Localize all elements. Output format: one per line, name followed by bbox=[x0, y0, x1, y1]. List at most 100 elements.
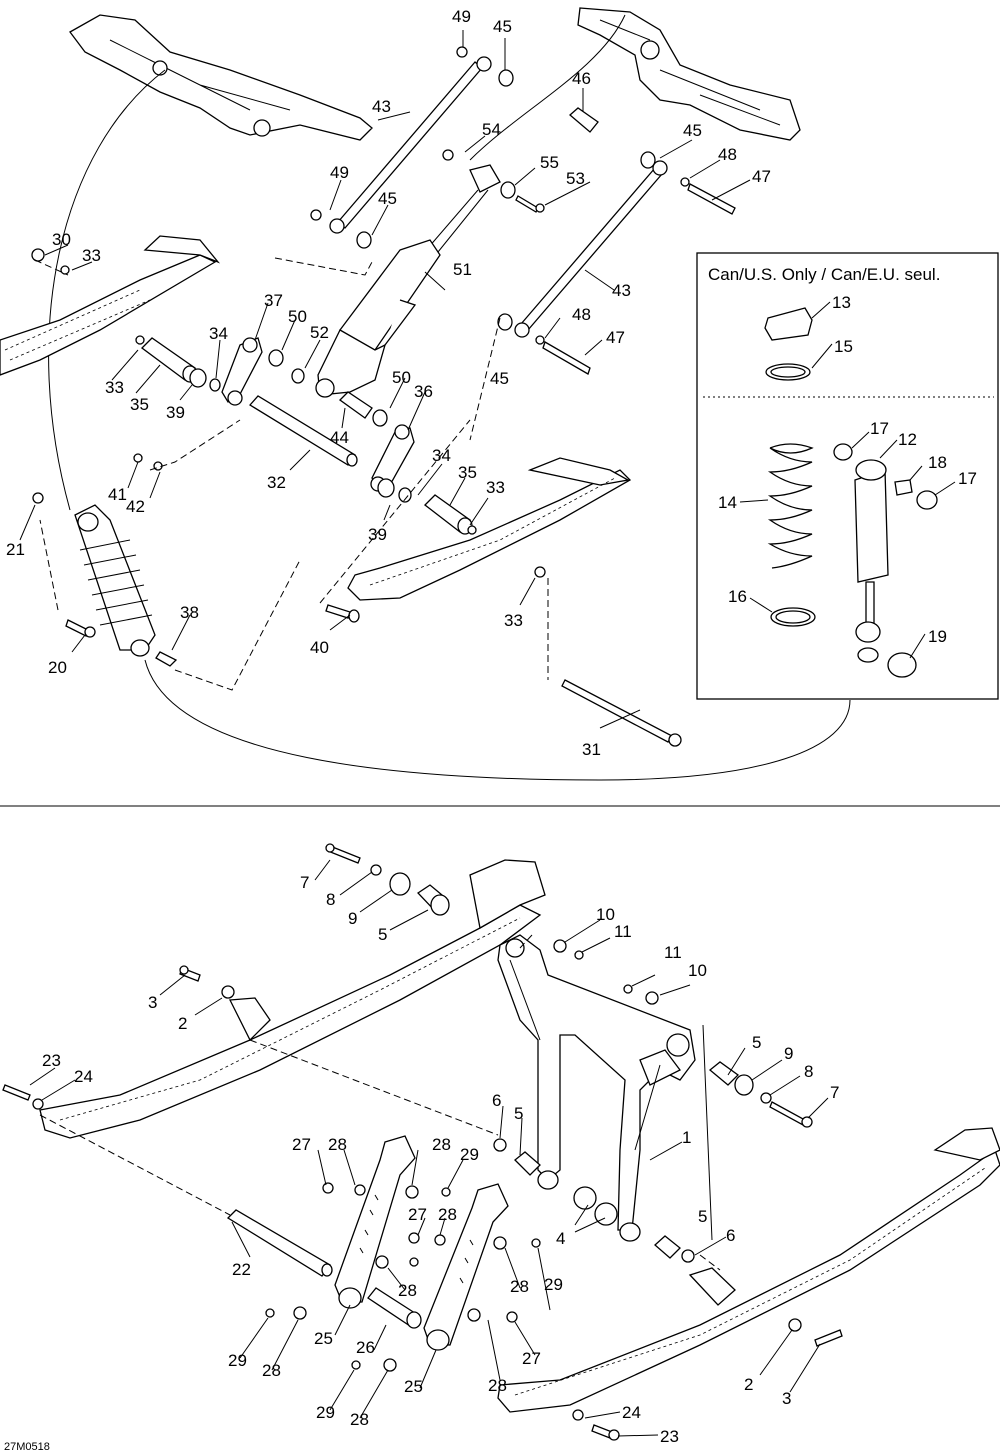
callout-5: 5 bbox=[752, 1033, 761, 1052]
callout-50: 50 bbox=[288, 307, 307, 326]
callout-27: 27 bbox=[522, 1349, 541, 1368]
callout-28: 28 bbox=[262, 1361, 281, 1380]
callout-24: 24 bbox=[622, 1403, 641, 1422]
callout-43: 43 bbox=[372, 97, 391, 116]
callout-21: 21 bbox=[6, 540, 25, 559]
callout-3: 3 bbox=[148, 993, 157, 1012]
lower-ski-rail-left bbox=[39, 859, 546, 1139]
callout-45: 45 bbox=[683, 121, 702, 140]
callouts-lower: 7 8 9 5 10 11 11 10 3 2 23 24 5 9 8 7 6 … bbox=[42, 873, 839, 1446]
callout-48: 48 bbox=[718, 145, 737, 164]
callout-12: 12 bbox=[898, 430, 917, 449]
callout-22: 22 bbox=[232, 1260, 251, 1279]
inset-frame bbox=[696, 252, 999, 700]
callout-5: 5 bbox=[514, 1104, 523, 1123]
rear-arm-25-left bbox=[334, 1135, 416, 1309]
callout-28: 28 bbox=[510, 1277, 529, 1296]
leaders-lower bbox=[29, 859, 829, 1437]
front-arm-1 bbox=[497, 934, 696, 1242]
inset-title: Can/U.S. Only / Can/E.U. seul. bbox=[708, 265, 940, 284]
callout-52: 52 bbox=[310, 323, 329, 342]
callout-7: 7 bbox=[300, 873, 309, 892]
callout-17: 17 bbox=[958, 469, 977, 488]
callout-31: 31 bbox=[582, 740, 601, 759]
rod-43-lower bbox=[514, 160, 668, 338]
frame-reference-right bbox=[577, 7, 801, 141]
callout-2: 2 bbox=[744, 1375, 753, 1394]
callout-8: 8 bbox=[326, 890, 335, 909]
callout-37: 37 bbox=[264, 291, 283, 310]
callout-29: 29 bbox=[228, 1351, 247, 1370]
leaders-upper bbox=[19, 30, 751, 729]
callout-28: 28 bbox=[438, 1205, 457, 1224]
callout-45: 45 bbox=[493, 17, 512, 36]
shaft-44 bbox=[338, 391, 373, 419]
callout-28: 28 bbox=[488, 1376, 507, 1395]
callout-28: 28 bbox=[350, 1410, 369, 1429]
callout-33: 33 bbox=[105, 378, 124, 397]
callout-8: 8 bbox=[804, 1062, 813, 1081]
callout-24: 24 bbox=[74, 1067, 93, 1086]
callout-49: 49 bbox=[330, 163, 349, 182]
lower-ski-rail-right bbox=[497, 1127, 1000, 1413]
callout-33: 33 bbox=[504, 611, 523, 630]
callout-55: 55 bbox=[540, 153, 559, 172]
pivot-arm-37 bbox=[221, 337, 263, 406]
small-hardware-lower bbox=[2, 843, 843, 1441]
callout-44: 44 bbox=[330, 428, 349, 447]
callout-23: 23 bbox=[660, 1427, 679, 1446]
lower-assembly: 7 8 9 5 10 11 11 10 3 2 23 24 5 9 8 7 6 … bbox=[2, 843, 1000, 1453]
callouts-upper: 49 45 46 43 54 55 53 45 48 47 49 45 30 3… bbox=[6, 7, 977, 759]
callout-25: 25 bbox=[404, 1377, 423, 1396]
callout-32: 32 bbox=[267, 473, 286, 492]
callout-39: 39 bbox=[368, 525, 387, 544]
upper-ski-rail-left bbox=[0, 235, 221, 376]
callout-27: 27 bbox=[292, 1135, 311, 1154]
reference-curve-bottom bbox=[144, 659, 851, 781]
callout-53: 53 bbox=[566, 169, 585, 188]
callout-18: 18 bbox=[928, 453, 947, 472]
callout-35: 35 bbox=[458, 463, 477, 482]
reference-curve-left bbox=[48, 69, 166, 511]
callout-46: 46 bbox=[572, 69, 591, 88]
rear-arm-25-right bbox=[423, 1183, 509, 1351]
callout-9: 9 bbox=[784, 1044, 793, 1063]
callout-30: 30 bbox=[52, 230, 71, 249]
callout-10: 10 bbox=[596, 905, 615, 924]
spacer-26 bbox=[367, 1287, 422, 1329]
inset-parts bbox=[739, 301, 956, 678]
callout-11: 11 bbox=[664, 943, 682, 962]
frame-reference-left bbox=[69, 14, 373, 141]
callout-38: 38 bbox=[180, 603, 199, 622]
upper-ski-rail-right bbox=[347, 457, 632, 601]
callout-28: 28 bbox=[432, 1135, 451, 1154]
callout-41: 41 bbox=[108, 485, 127, 504]
upper-assembly: Can/U.S. Only / Can/E.U. seul. 49 45 46 … bbox=[0, 7, 999, 781]
callout-14: 14 bbox=[718, 493, 737, 512]
leader-dashed-upper bbox=[34, 257, 549, 691]
callout-29: 29 bbox=[316, 1403, 335, 1422]
callout-19: 19 bbox=[928, 627, 947, 646]
callout-15: 15 bbox=[834, 337, 853, 356]
callout-42: 42 bbox=[126, 497, 145, 516]
callout-23: 23 bbox=[42, 1051, 61, 1070]
callout-34: 34 bbox=[209, 324, 228, 343]
callout-4: 4 bbox=[556, 1229, 565, 1248]
callout-40: 40 bbox=[310, 638, 329, 657]
callout-6: 6 bbox=[726, 1226, 735, 1245]
callout-25: 25 bbox=[314, 1329, 333, 1348]
spacer-35-left bbox=[141, 337, 198, 383]
callout-20: 20 bbox=[48, 658, 67, 677]
callout-45: 45 bbox=[490, 369, 509, 388]
cross-shaft-22 bbox=[226, 1209, 333, 1277]
callout-7: 7 bbox=[830, 1083, 839, 1102]
reference-curve-right bbox=[469, 14, 626, 161]
callout-13: 13 bbox=[832, 293, 851, 312]
callout-39: 39 bbox=[166, 403, 185, 422]
callout-29: 29 bbox=[544, 1275, 563, 1294]
coilover-shock-left bbox=[74, 504, 156, 657]
callout-6: 6 bbox=[492, 1091, 501, 1110]
callout-3: 3 bbox=[782, 1389, 791, 1408]
callout-16: 16 bbox=[728, 587, 747, 606]
